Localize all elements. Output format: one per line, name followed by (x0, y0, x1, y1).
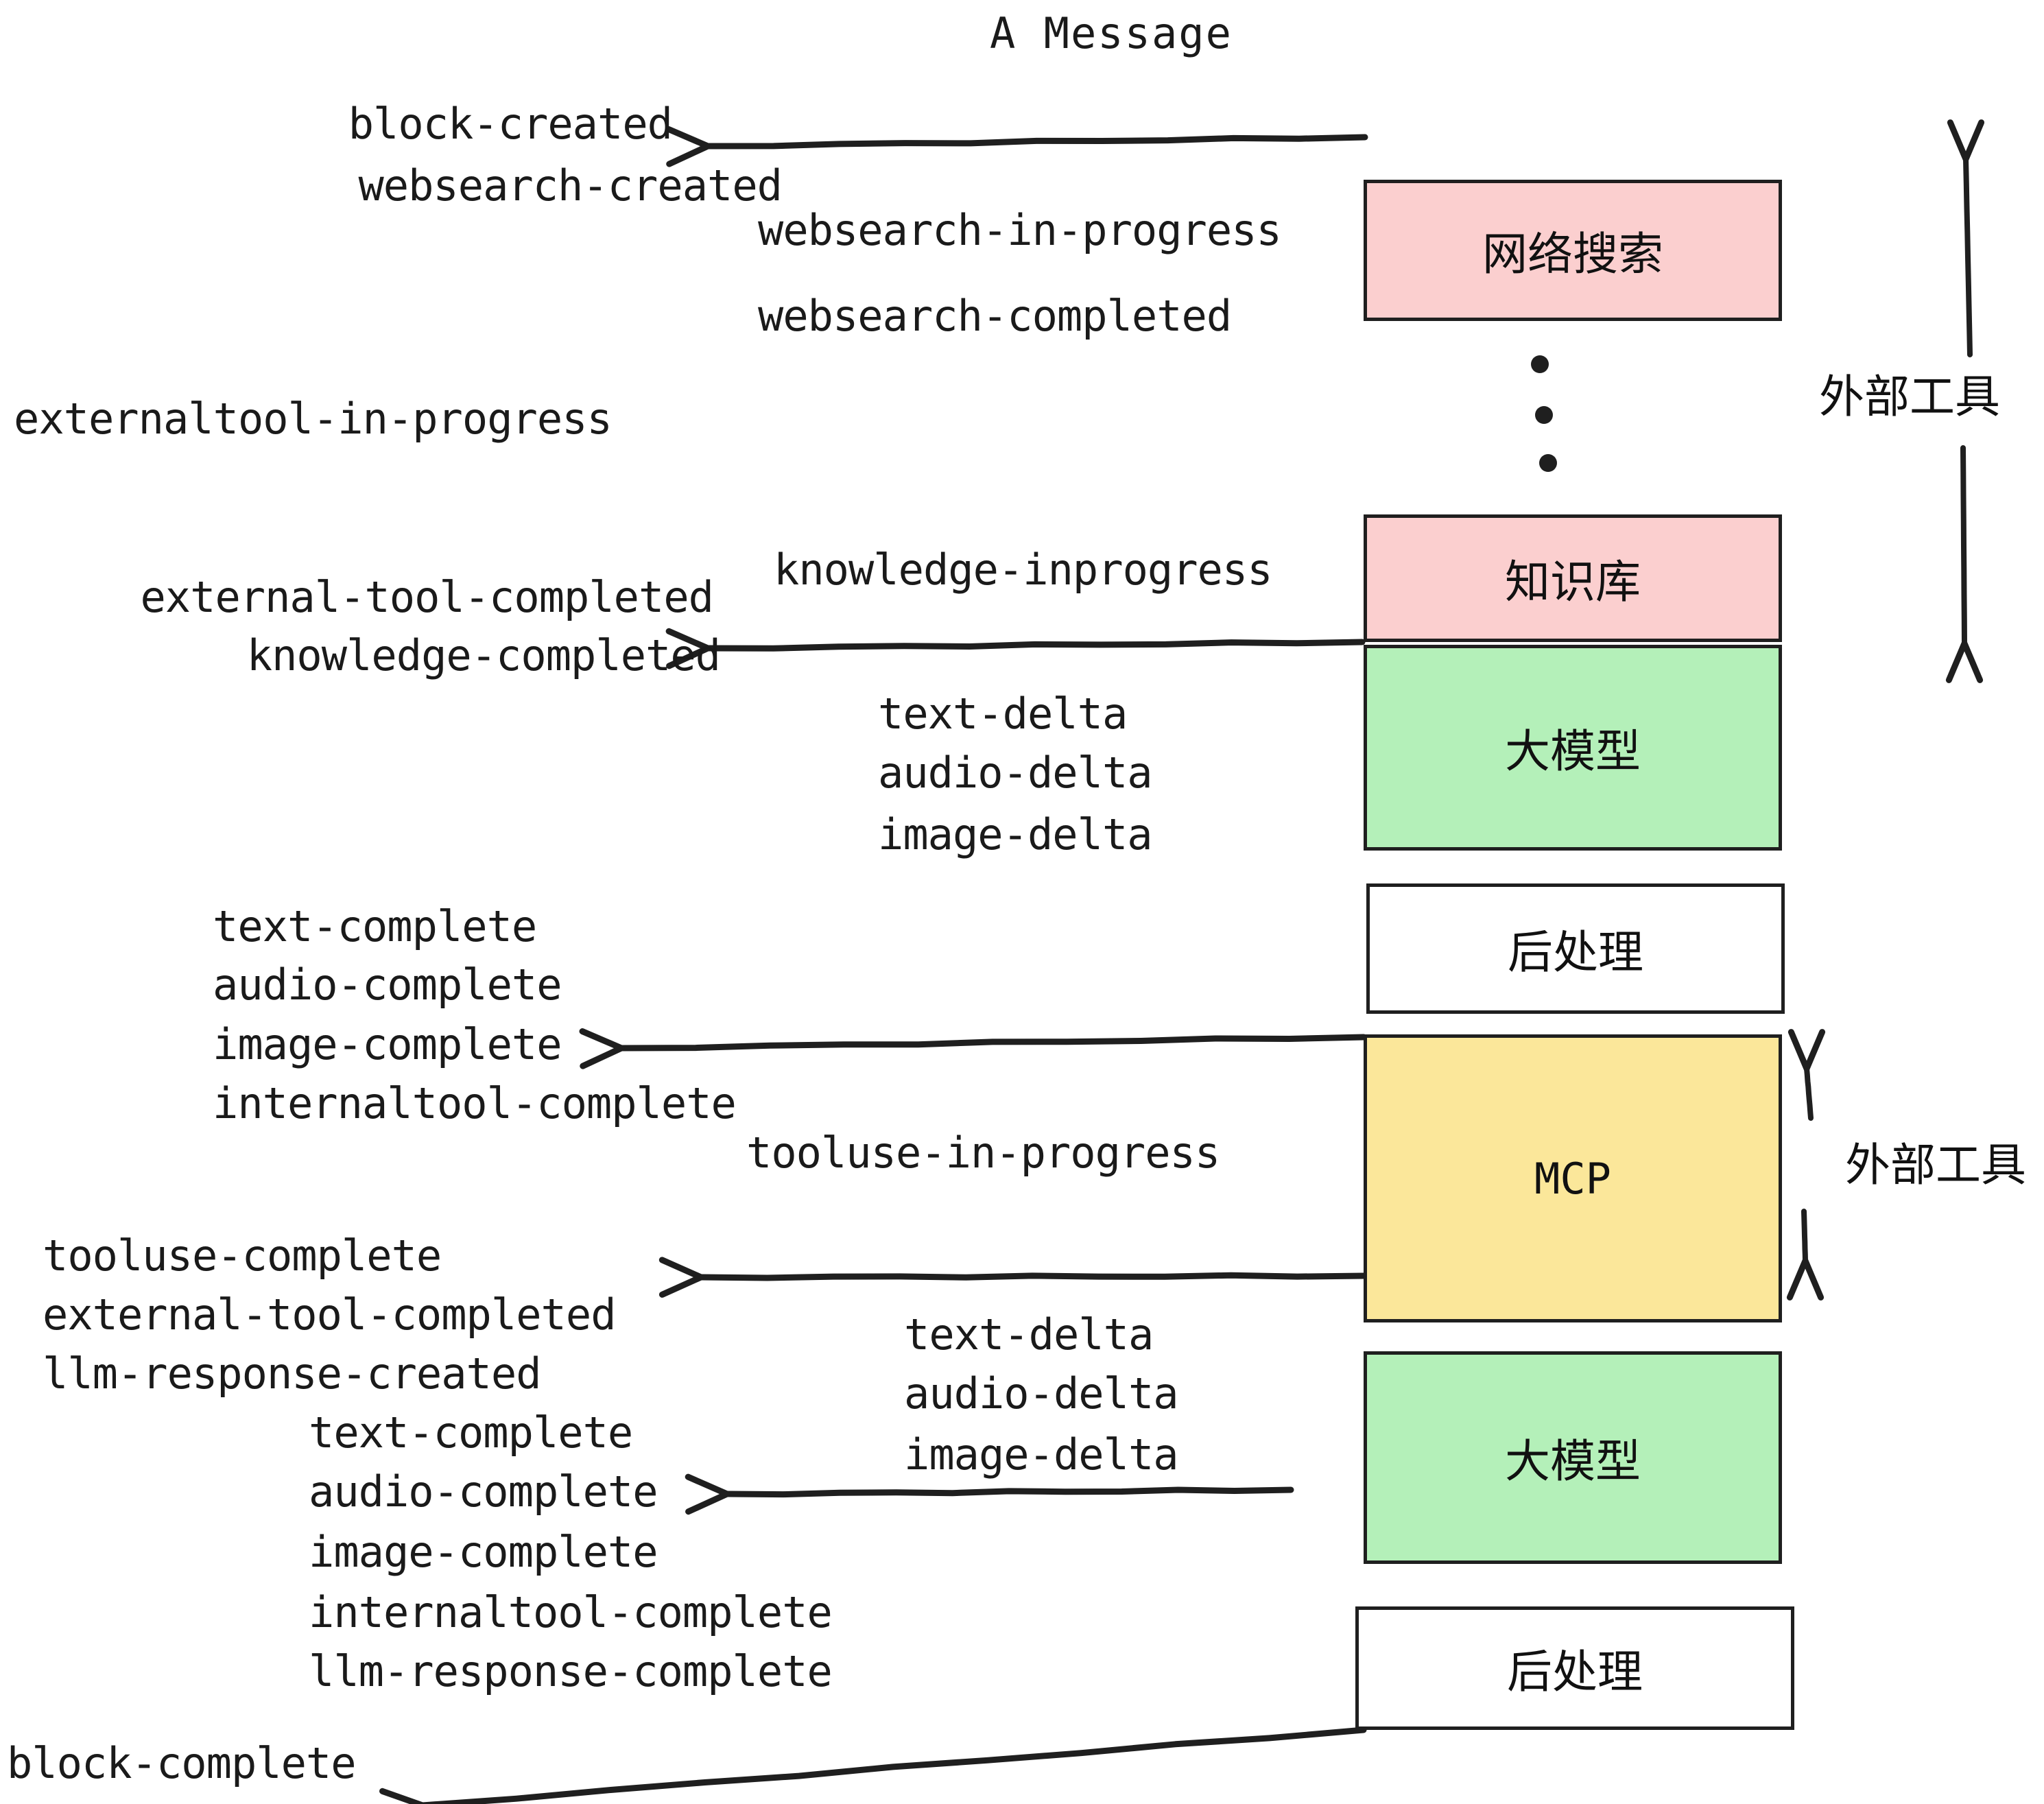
box-llm-lower: 大模型 (1364, 1351, 1782, 1564)
event-label-text-delta-1: text-delta (878, 689, 1128, 739)
event-label-websearch-in-progress: websearch-in-progress (758, 205, 1282, 255)
event-label-block-created: block-created (348, 99, 673, 149)
event-label-llm-response-created: llm-response-created (43, 1349, 542, 1399)
ellipsis-dot-3-icon (1539, 454, 1557, 472)
arrow-tooluse-complete-arrow (658, 1257, 1367, 1298)
arrow-knowledge-completed-arrow (665, 628, 1366, 669)
arrow-image-complete-arrow (579, 1028, 1367, 1069)
arrow-block-complete-arrow (379, 1726, 1367, 1804)
event-label-text-complete-1: text-complete (213, 901, 537, 951)
event-label-audio-delta-2: audio-delta (904, 1368, 1179, 1419)
arrow-audio-complete-arrow (685, 1473, 1294, 1515)
box-websearch: 网络搜索 (1364, 180, 1782, 321)
side-label-external-tools-lower: 外部工具 (1845, 1139, 2026, 1191)
event-label-image-delta-1: image-delta (878, 809, 1153, 859)
event-label-websearch-created: websearch-created (358, 161, 783, 211)
event-label-externaltool-in-progress: externaltool-in-progress (14, 394, 613, 444)
event-label-external-tool-completed-1: external-tool-completed (140, 572, 714, 622)
event-label-external-tool-completed-2: external-tool-completed (43, 1290, 617, 1340)
event-label-image-complete-1: image-complete (213, 1019, 562, 1069)
event-label-block-complete: block-complete (7, 1738, 357, 1788)
box-postprocess-lower: 后处理 (1355, 1606, 1794, 1730)
event-label-text-complete-2: text-complete (309, 1408, 633, 1458)
arrow-external-tools-lower-arrow (1786, 1029, 1826, 1301)
ellipsis-dot-2-icon (1535, 406, 1553, 424)
event-label-tooluse-in-progress: tooluse-in-progress (746, 1128, 1220, 1178)
event-label-audio-complete-1: audio-complete (213, 960, 562, 1010)
event-label-image-complete-2: image-complete (309, 1527, 658, 1577)
event-label-websearch-completed: websearch-completed (758, 291, 1232, 341)
event-label-image-delta-2: image-delta (904, 1429, 1179, 1480)
event-label-tooluse-complete: tooluse-complete (43, 1231, 442, 1281)
arrow-block-created-arrow (665, 126, 1368, 167)
box-knowledge: 知识库 (1364, 514, 1782, 642)
side-label-external-tools-upper: 外部工具 (1819, 370, 2000, 423)
event-label-internaltool-complete-1: internaltool-complete (213, 1078, 737, 1128)
event-label-audio-complete-2: audio-complete (309, 1467, 658, 1517)
diagram-title: A Message (990, 8, 1233, 58)
ellipsis-dot-1-icon (1531, 355, 1549, 373)
event-label-audio-delta-1: audio-delta (878, 748, 1153, 798)
event-label-llm-response-complete: llm-response-complete (309, 1646, 833, 1696)
box-postprocess-upper: 后处理 (1366, 883, 1785, 1014)
box-llm-upper: 大模型 (1364, 645, 1782, 851)
event-label-knowledge-inprogress: knowledge-inprogress (774, 545, 1273, 595)
event-label-internaltool-complete-2: internaltool-complete (309, 1587, 833, 1637)
event-label-text-delta-2: text-delta (904, 1309, 1154, 1360)
event-label-knowledge-completed: knowledge-completed (246, 630, 721, 680)
box-mcp: MCP (1364, 1034, 1782, 1322)
